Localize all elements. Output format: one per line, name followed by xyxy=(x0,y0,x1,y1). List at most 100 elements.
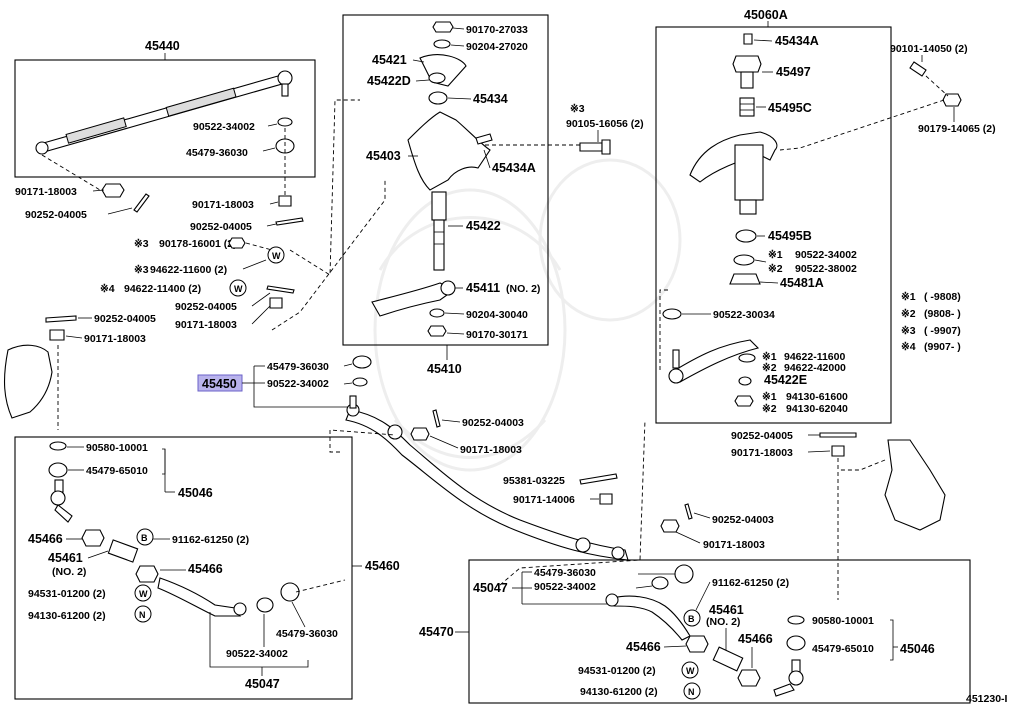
symbol-w-text: W xyxy=(686,666,695,676)
mark-1: ※1 xyxy=(762,391,777,403)
idler-bracket[interactable] xyxy=(689,131,778,215)
label-45450[interactable]: 45450 xyxy=(202,377,237,391)
frame-45410 xyxy=(342,14,549,346)
label-94622-11400: 94622-11400 (2) xyxy=(124,283,201,295)
label-94130-61600: 94130-61600 xyxy=(786,391,848,403)
label-90171-18003: 90171-18003 xyxy=(703,539,765,551)
center-link-45450[interactable] xyxy=(345,395,629,561)
label-90171-18003: 90171-18003 xyxy=(175,319,237,331)
bushing-45434A[interactable] xyxy=(743,33,753,45)
nut-90171-18003[interactable] xyxy=(101,183,125,198)
clamp-45466[interactable] xyxy=(737,669,761,687)
steering-knuckle xyxy=(4,344,53,419)
clamp-45466[interactable] xyxy=(81,529,105,547)
washer-90522-34002[interactable] xyxy=(256,597,274,613)
legend-range-3: ( -9907) xyxy=(924,325,961,337)
nut-90171-18003[interactable] xyxy=(660,519,680,533)
tie-rod-end-45046[interactable] xyxy=(773,659,804,697)
nut-90171-14006[interactable] xyxy=(599,493,613,505)
nut-94130-61600[interactable] xyxy=(734,395,754,407)
steering-knuckle xyxy=(884,439,946,531)
cotter-pin-90252-04003[interactable] xyxy=(684,503,693,520)
symbol-b xyxy=(683,609,701,627)
boot-45479-36030[interactable] xyxy=(674,564,694,584)
tie-rod-end-45047[interactable] xyxy=(157,577,247,617)
collar-45422D[interactable] xyxy=(428,72,446,84)
nut-90171-18003[interactable] xyxy=(49,329,65,341)
washer-90204-27020[interactable] xyxy=(433,39,451,49)
mark-4: ※4 xyxy=(100,283,115,295)
tie-rod-end-45047[interactable] xyxy=(605,593,691,641)
cotter-pin-90252-04005[interactable] xyxy=(45,315,77,323)
boot-45481A[interactable] xyxy=(729,273,761,285)
legend-mark-3: ※3 xyxy=(901,325,916,337)
bolt-45497[interactable] xyxy=(732,55,762,89)
bolt-90105-16056[interactable] xyxy=(579,142,603,152)
cotter-pin-90252-04005[interactable] xyxy=(266,285,295,294)
relay-rod-45440[interactable] xyxy=(35,70,293,155)
bushing-45434A[interactable] xyxy=(475,133,493,145)
washer-90522-34002[interactable] xyxy=(277,117,293,127)
nut-90179-14065[interactable] xyxy=(942,93,962,107)
washer-90204-30040[interactable] xyxy=(429,308,445,318)
label-45479-36030: 45479-36030 xyxy=(276,628,338,640)
label-45411-note: (NO. 2) xyxy=(506,283,540,295)
boot-45479-65010[interactable] xyxy=(48,462,68,478)
washer-90522-34002[interactable] xyxy=(651,576,669,590)
washer-90522-34002[interactable] xyxy=(733,254,755,266)
clip-90580-10001[interactable] xyxy=(49,441,67,451)
tube-45461[interactable] xyxy=(712,646,744,672)
symbol-w xyxy=(229,279,247,297)
nut-90170-27033[interactable] xyxy=(432,21,454,33)
label-90170-27033: 90170-27033 xyxy=(466,24,528,36)
boot-45479-65010[interactable] xyxy=(786,635,806,651)
symbol-b-text: B xyxy=(141,533,148,543)
idler-arm[interactable] xyxy=(668,339,760,384)
symbol-b xyxy=(136,528,154,546)
label-90252-04005: 90252-04005 xyxy=(731,430,793,442)
label-45497: 45497 xyxy=(776,65,811,79)
nut-90170-30171[interactable] xyxy=(427,325,447,337)
nut-90171-18003[interactable] xyxy=(269,297,283,309)
group-label-45410: 45410 xyxy=(427,362,462,376)
frame-45060A xyxy=(655,26,892,424)
cotter-pin-90252-04005[interactable] xyxy=(133,193,150,213)
label-45481A: 45481A xyxy=(780,276,824,290)
clip-90580-10001[interactable] xyxy=(787,615,805,625)
boot-45479-36030[interactable] xyxy=(280,582,300,602)
legend: ※1 ( -9808) ※2 (9808- ) ※3 ( -9907) ※4 (… xyxy=(901,291,961,353)
bolt-90101-14050[interactable] xyxy=(909,61,927,77)
tube-45461[interactable] xyxy=(107,539,139,563)
clamp-45466[interactable] xyxy=(135,565,159,583)
nut-90171-18003[interactable] xyxy=(278,195,292,207)
watermark-emblem xyxy=(373,158,682,472)
label-45434: 45434 xyxy=(473,92,508,106)
symbol-w-text: W xyxy=(139,589,148,599)
cotter-pin-90252-04003[interactable] xyxy=(432,409,441,428)
boot-45479-36030[interactable] xyxy=(352,355,372,369)
cotter-pin-90252-04005[interactable] xyxy=(819,432,857,438)
bracket-45403[interactable] xyxy=(407,111,491,191)
label-90171-18003: 90171-18003 xyxy=(460,444,522,456)
nut-90171-18003[interactable] xyxy=(831,445,845,457)
sector-shaft-45422[interactable] xyxy=(431,191,447,271)
washer-90522-34002[interactable] xyxy=(352,377,368,387)
tie-rod-end-45046[interactable] xyxy=(50,479,73,523)
bushing-45495B[interactable] xyxy=(735,229,757,243)
cotter-pin-95381-03225[interactable] xyxy=(579,473,618,485)
nut-90171-18003[interactable] xyxy=(410,427,430,441)
nut-90178-16001[interactable] xyxy=(228,237,246,249)
clamp-45466[interactable] xyxy=(685,635,709,653)
cotter-pin-90252-04005[interactable] xyxy=(275,217,304,226)
legend-mark-4: ※4 xyxy=(901,341,916,353)
label-90171-18003: 90171-18003 xyxy=(192,199,254,211)
washer-94622-11600[interactable] xyxy=(738,353,756,363)
label-45479-36030: 45479-36030 xyxy=(186,147,248,159)
group-label-45440: 45440 xyxy=(145,39,180,53)
spring-45495C[interactable] xyxy=(739,97,755,117)
bushing-45434[interactable] xyxy=(428,91,448,105)
collar-45422E[interactable] xyxy=(738,376,752,386)
symbol-w-text: W xyxy=(234,284,243,294)
washer-90522-30034[interactable] xyxy=(662,308,682,320)
